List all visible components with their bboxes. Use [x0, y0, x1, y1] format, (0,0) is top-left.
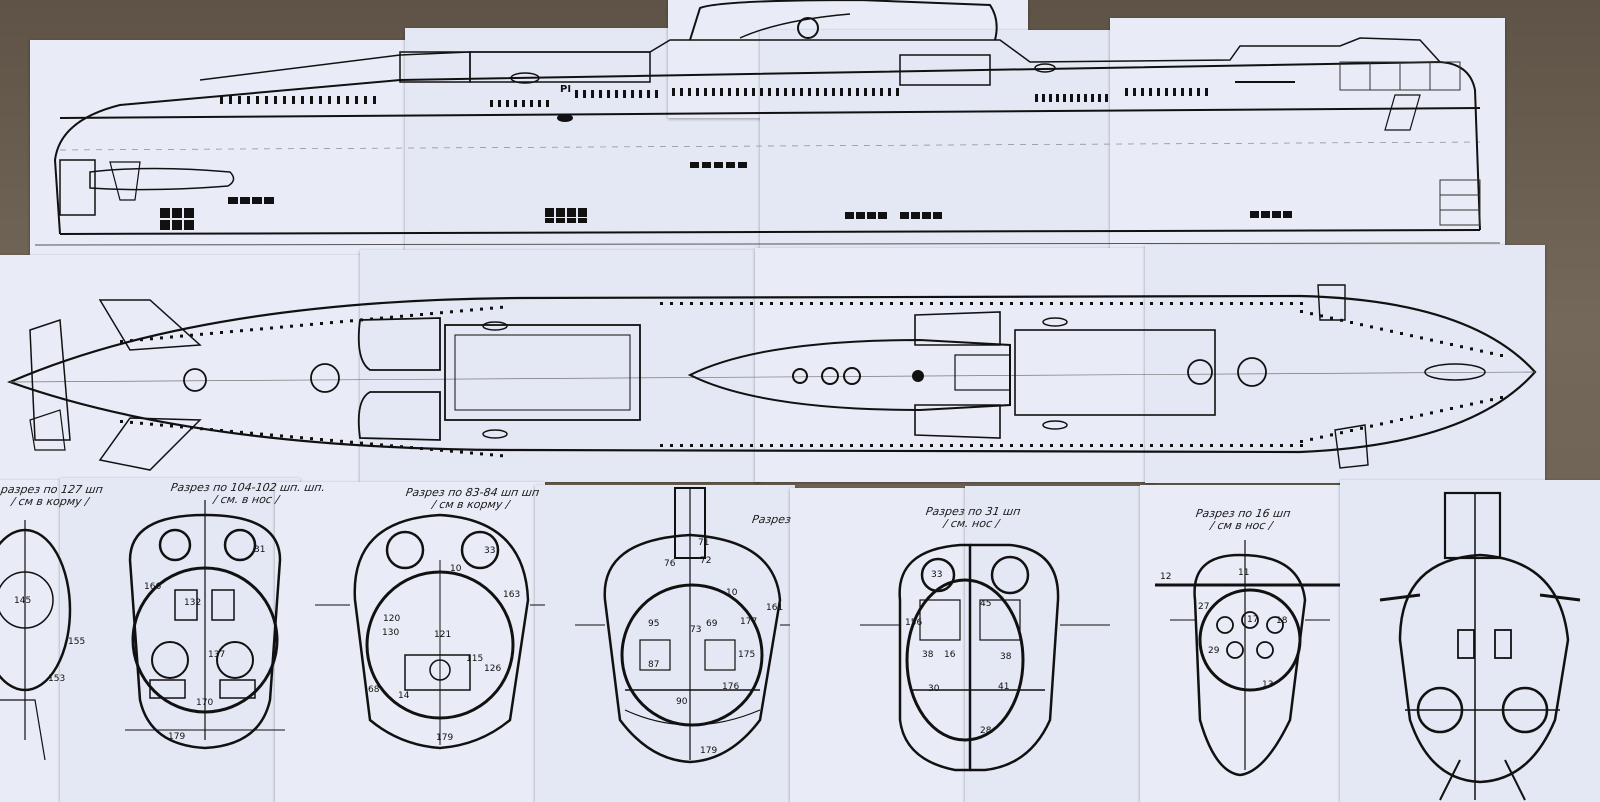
sheet-plan-1 — [0, 255, 370, 485]
num-mid-5: 95 — [648, 619, 660, 629]
num-31-5: 38 — [1000, 652, 1012, 662]
num-31-4: 16 — [944, 650, 956, 660]
num-mid-8: 177 — [740, 617, 758, 627]
caption-section-mid: Разрез — [751, 513, 792, 526]
sheet-plan-2 — [360, 250, 760, 482]
num-127-1: 155 — [68, 637, 86, 647]
caption-104-line2: / см. в нос / — [212, 493, 281, 506]
num-127-2: 153 — [48, 674, 66, 684]
num-16-0: 12 — [1160, 572, 1172, 582]
num-31-2: 45 — [980, 599, 992, 609]
num-83-6: 115 — [466, 654, 484, 664]
num-31-1: 156 — [905, 618, 923, 628]
num-83-4: 130 — [382, 628, 400, 638]
num-83-2: 163 — [503, 590, 521, 600]
num-83-9: 68 — [368, 685, 380, 695]
num-104-4: 170 — [196, 698, 214, 708]
num-16-6: 13 — [1262, 680, 1274, 690]
sheet-section-front — [1340, 480, 1600, 802]
num-83-5: 121 — [434, 630, 452, 640]
num-mid-3: 10 — [726, 588, 738, 598]
num-31-0: 33 — [931, 570, 943, 580]
sheet-side-5 — [1110, 18, 1505, 258]
num-83-3: 120 — [383, 614, 401, 624]
caption-127-line2: / см в корму / — [10, 495, 90, 508]
caption-section-104: Разрез по 104-102 шп. шп. / см. в нос / — [168, 481, 326, 506]
num-mid-4: 161 — [766, 603, 784, 613]
num-104-2: 132 — [184, 598, 202, 608]
num-31-6: 30 — [928, 684, 940, 694]
caption-31-line2: / см. нос / — [942, 517, 1001, 530]
num-mid-12: 90 — [676, 697, 688, 707]
caption-section-31: Разрез по 31 шп / см. нос / — [923, 505, 1021, 530]
caption-83-line2: / см в корму / — [431, 498, 511, 511]
num-31-8: 28 — [980, 726, 992, 736]
num-mid-7: 69 — [706, 619, 718, 629]
caption-section-127: разрез по 127 шп / см в корму / — [0, 483, 104, 508]
num-104-1: 31 — [254, 545, 266, 555]
caption-section-83: Разрез по 83-84 шп шп / см в корму / — [403, 486, 540, 511]
sheet-side-4 — [760, 30, 1130, 255]
num-83-0: 33 — [484, 546, 496, 556]
num-16-4: 18 — [1276, 616, 1288, 626]
num-mid-6: 73 — [690, 625, 702, 635]
num-16-2: 27 — [1198, 602, 1210, 612]
num-104-5: 179 — [168, 732, 186, 742]
sheet-side-1 — [30, 40, 410, 255]
num-mid-9: 175 — [738, 650, 756, 660]
caption-mid-line1: Разрез — [751, 513, 792, 526]
num-16-5: 29 — [1208, 646, 1220, 656]
sheet-section-16 — [1140, 485, 1365, 802]
num-83-8: 14 — [398, 691, 410, 701]
num-mid-1: 76 — [664, 559, 676, 569]
caption-16-line2: / см в нос / — [1209, 519, 1274, 532]
sheet-section-31a — [790, 488, 970, 802]
num-mid-13: 179 — [700, 746, 718, 756]
num-31-7: 41 — [998, 682, 1010, 692]
caption-section-16: Разрез по 16 шп / см в нос / — [1193, 507, 1291, 532]
num-mid-11: 176 — [722, 682, 740, 692]
num-mid-10: 87 — [648, 660, 660, 670]
num-31-3: 38 — [922, 650, 934, 660]
num-104-3: 137 — [208, 650, 226, 660]
num-83-1: 10 — [450, 564, 462, 574]
num-127-0: 145 — [14, 596, 32, 606]
num-16-1: 11 — [1238, 568, 1250, 578]
num-mid-0: 71 — [698, 538, 710, 548]
num-mid-2: 72 — [700, 556, 712, 566]
side-marking: PI — [560, 84, 572, 95]
num-104-0: 166 — [144, 582, 162, 592]
num-16-3: 17 — [1247, 615, 1259, 625]
num-83-7: 126 — [484, 664, 502, 674]
num-83-10: 179 — [436, 733, 454, 743]
